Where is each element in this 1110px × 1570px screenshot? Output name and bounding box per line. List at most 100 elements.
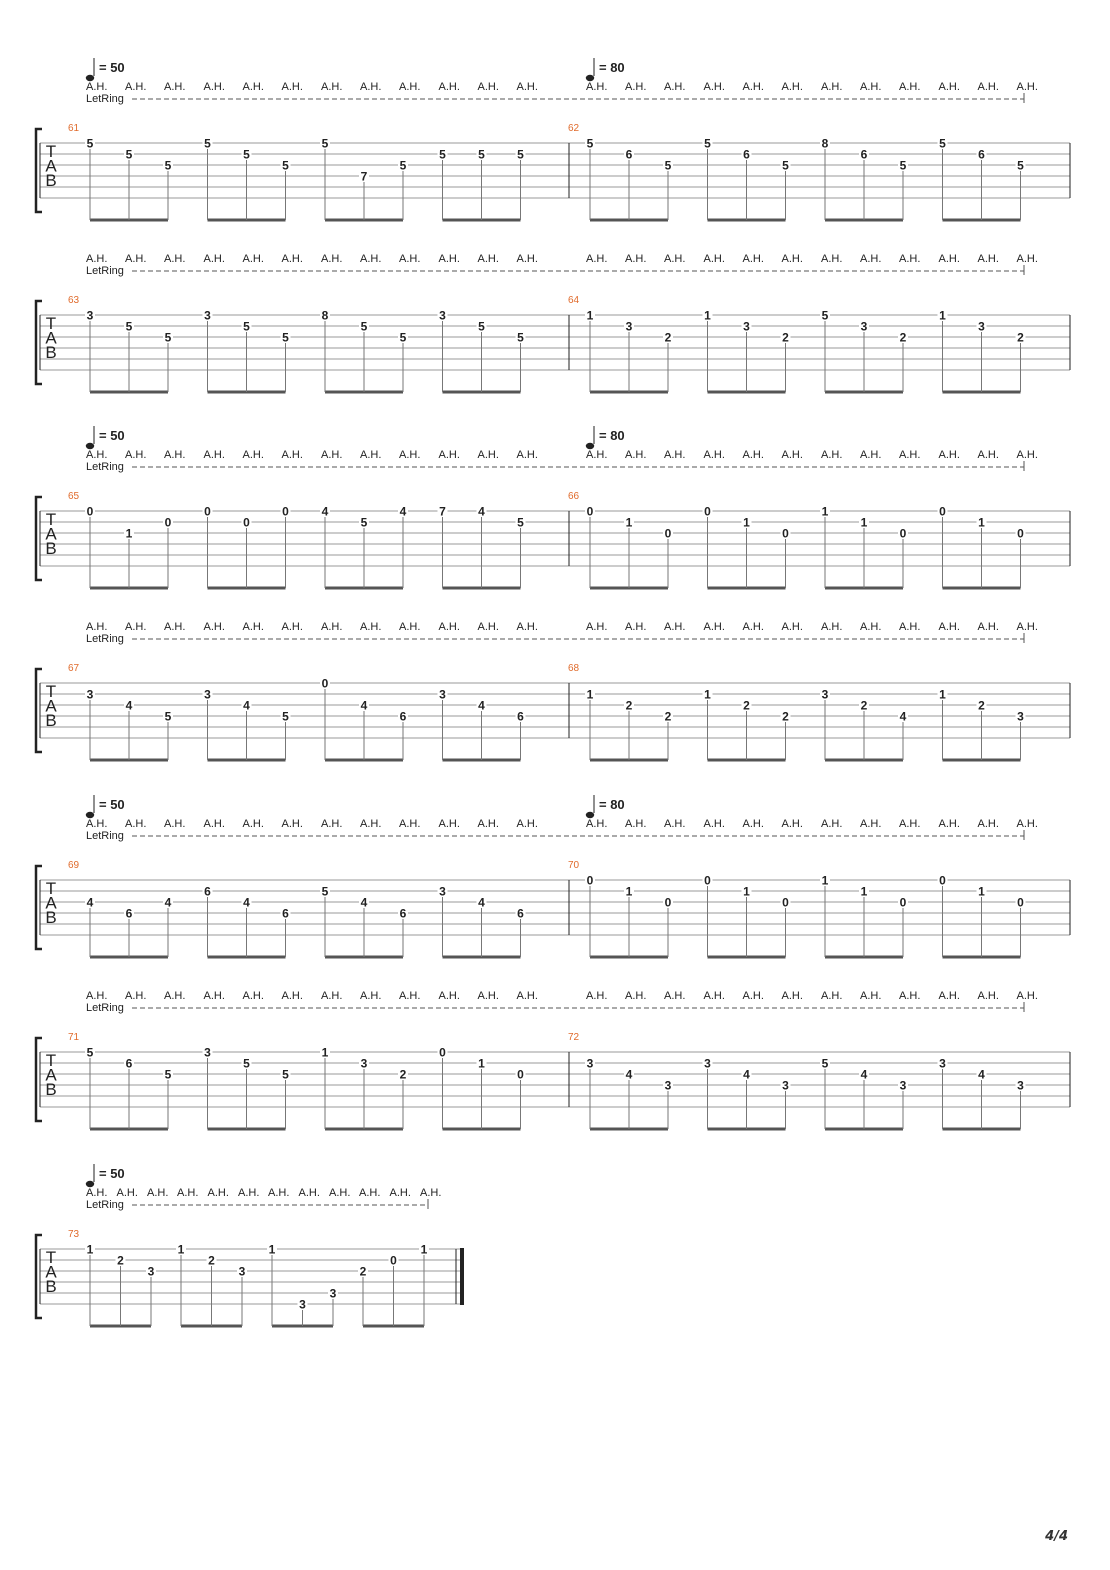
artificial-harmonic-label: A.H. [478, 81, 499, 93]
fret-background [937, 874, 948, 886]
fret-background [585, 137, 595, 149]
fret-number: 0 [665, 527, 672, 541]
artificial-harmonic-label: A.H. [282, 449, 303, 461]
artificial-harmonic-label: A.H. [517, 81, 538, 93]
tab-clef-letter: A [45, 157, 57, 176]
fret-background [241, 320, 252, 332]
tempo-marking: = 50 [99, 428, 125, 443]
fret-background [320, 137, 330, 149]
measure-number: 62 [568, 123, 580, 134]
fret-number: 6 [517, 710, 524, 724]
artificial-harmonic-label: A.H. [939, 81, 960, 93]
artificial-harmonic-label: A.H. [939, 449, 960, 461]
fret-number: 0 [204, 505, 211, 519]
tempo-marking: = 80 [599, 60, 625, 75]
artificial-harmonic-label: A.H. [782, 253, 803, 265]
fret-background [1015, 896, 1026, 908]
fret-number: 0 [587, 874, 594, 888]
fret-number: 1 [743, 516, 750, 530]
let-ring-label: LetRing [86, 1002, 124, 1014]
fret-background [398, 159, 408, 171]
fret-number: 5 [87, 1046, 94, 1060]
let-ring-label: LetRing [86, 265, 124, 277]
artificial-harmonic-label: A.H. [782, 621, 803, 633]
fret-background [820, 309, 830, 321]
measure-number: 67 [68, 663, 80, 674]
fret-background [937, 1057, 948, 1069]
fret-background [267, 1243, 277, 1255]
measure-number: 63 [68, 295, 80, 306]
tab-clef-letter: B [45, 711, 56, 730]
fret-number: 4 [361, 699, 368, 713]
artificial-harmonic-label: A.H. [821, 990, 842, 1002]
fret-number: 5 [400, 159, 407, 173]
artificial-harmonic-label: A.H. [147, 1187, 168, 1199]
fret-background [124, 699, 134, 711]
fret-number: 4 [400, 505, 407, 519]
fret-background [937, 505, 948, 517]
fret-number: 0 [782, 527, 789, 541]
artificial-harmonic-label: A.H. [625, 621, 646, 633]
fret-number: 5 [478, 320, 485, 334]
artificial-harmonic-label: A.H. [360, 81, 381, 93]
system-bracket [34, 127, 42, 214]
artificial-harmonic-label: A.H. [625, 253, 646, 265]
artificial-harmonic-label: A.H. [625, 818, 646, 830]
fret-background [515, 331, 526, 343]
fret-background [398, 505, 408, 517]
fret-number: 0 [322, 677, 329, 691]
fret-number: 1 [587, 688, 594, 702]
artificial-harmonic-label: A.H. [86, 81, 107, 93]
quarter-note-icon [585, 442, 595, 450]
fret-background [388, 1254, 399, 1266]
fret-background [476, 148, 487, 160]
fret-number: 1 [178, 1243, 185, 1257]
fret-background [702, 505, 713, 517]
artificial-harmonic-label: A.H. [86, 990, 107, 1002]
fret-background [859, 320, 869, 332]
artificial-harmonic-label: A.H. [704, 449, 725, 461]
fret-number: 6 [517, 907, 524, 921]
artificial-harmonic-label: A.H. [1017, 621, 1038, 633]
artificial-harmonic-label: A.H. [439, 818, 460, 830]
fret-number: 5 [322, 137, 329, 151]
fret-background [202, 137, 213, 149]
artificial-harmonic-label: A.H. [899, 818, 920, 830]
fret-background [437, 688, 448, 700]
artificial-harmonic-label: A.H. [664, 449, 685, 461]
artificial-harmonic-label: A.H. [664, 990, 685, 1002]
fret-number: 1 [939, 309, 946, 323]
fret-number: 1 [587, 309, 594, 323]
fret-background [702, 688, 713, 700]
fret-background [780, 159, 791, 171]
fret-number: 1 [478, 1057, 485, 1071]
fret-number: 1 [822, 874, 829, 888]
fret-background [741, 699, 752, 711]
fret-number: 5 [282, 331, 289, 345]
fret-number: 4 [478, 505, 485, 519]
fret-number: 1 [978, 885, 985, 899]
fret-number: 6 [400, 710, 407, 724]
fret-background [741, 148, 752, 160]
fret-number: 5 [822, 1057, 829, 1071]
fret-background [515, 907, 526, 919]
fret-number: 2 [208, 1254, 215, 1268]
fret-background [859, 148, 869, 160]
fret-background [976, 1068, 987, 1080]
fret-background [359, 170, 369, 182]
fret-background [359, 896, 369, 908]
fret-background [320, 505, 330, 517]
tab-clef-letter: A [45, 1066, 57, 1085]
artificial-harmonic-label: A.H. [939, 253, 960, 265]
fret-number: 1 [939, 688, 946, 702]
fret-background [202, 1046, 213, 1058]
tab-clef-letter: B [45, 343, 56, 362]
let-ring-label: LetRing [86, 633, 124, 645]
fret-number: 6 [743, 148, 750, 162]
system-bracket [34, 299, 42, 386]
tab-clef-letter: A [45, 329, 57, 348]
fret-background [663, 896, 673, 908]
fret-background [280, 505, 291, 517]
artificial-harmonic-label: A.H. [399, 818, 420, 830]
fret-background [476, 320, 487, 332]
